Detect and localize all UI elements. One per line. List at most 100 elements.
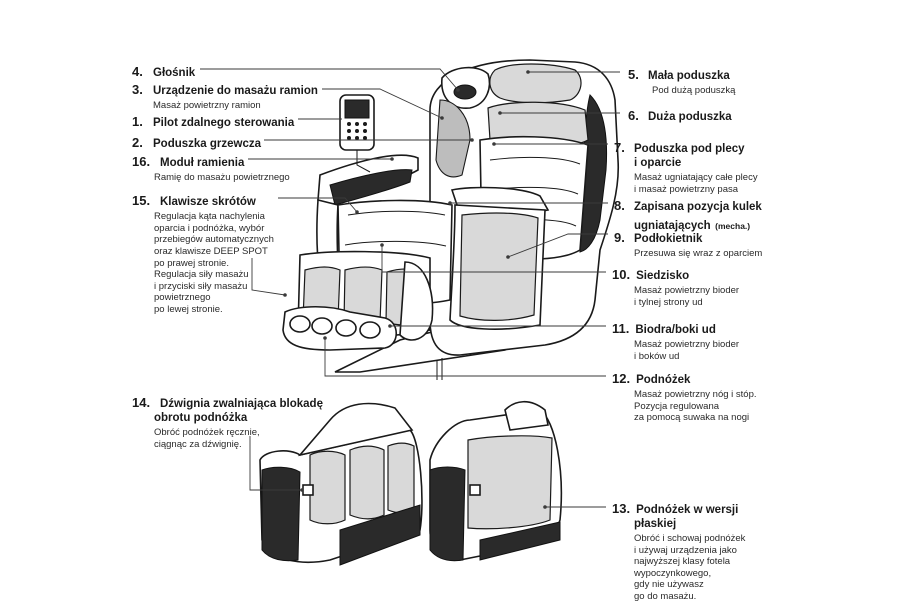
description-line: Obróć i schowaj podnóżek: [634, 532, 746, 544]
label-number: 10.: [612, 267, 631, 282]
leader-lines: [200, 68, 620, 509]
leader-15: [278, 197, 358, 213]
label-number: 12.: [612, 371, 631, 386]
label-description: Masaż ugniatający całe plecy i masaż pow…: [614, 172, 758, 195]
description-line: przebiegów automatycznych: [154, 234, 274, 246]
label-number: 14.: [132, 395, 151, 410]
description-line: Masaż powietrzny bioder: [634, 339, 740, 351]
label-title-line-2: płaskiej: [634, 518, 677, 531]
label-number: 5.: [628, 67, 639, 82]
label-description: Regulacja kąta nachylenia oparcia i podn…: [132, 211, 274, 315]
label-title: Mała poduszka: [648, 70, 730, 82]
leader-12: [324, 338, 606, 377]
leader-3: [322, 88, 443, 119]
label-9: 9. Podłokietnik Przesuwa się wraz z oparc…: [614, 228, 762, 260]
description-line: Masaż powietrzny bioder: [634, 285, 740, 297]
massage-chair-illustration: [282, 59, 620, 380]
description-line: za pomocą suwaka na nogi: [634, 412, 750, 424]
label-description: Masaż powietrzny ramion: [153, 100, 261, 112]
description-line: Regulacja kąta nachylenia: [154, 211, 265, 223]
description-line: Masaż powietrzny nóg i stóp.: [634, 389, 757, 401]
remote-control-icon: [339, 94, 375, 173]
description-line: Masaż ugniatający całe plecy: [634, 171, 758, 183]
label-title: Podłokietnik: [634, 233, 703, 245]
description-line: go do masażu.: [634, 590, 697, 602]
description-line: i masaż powietrzny pasa: [634, 183, 739, 195]
description-line: wypoczynkowego,: [634, 567, 712, 579]
label-number: 6.: [628, 108, 639, 123]
description-line: powietrznego: [154, 292, 211, 304]
label-14: 14. Dźwignia zwalniająca blokadę obrotu p…: [132, 393, 323, 450]
label-title: Siedzisko: [636, 270, 690, 282]
label-number: 7.: [614, 140, 625, 155]
label-12: 12. Podnóżek Masaż powietrzny nóg i stóp.…: [612, 369, 757, 424]
label-13: 13. Podnóżek w wersji płaskiej Obróć i sc…: [612, 499, 745, 602]
footrest-raised-illustration: [259, 402, 423, 566]
label-number: 3.: [132, 82, 143, 97]
label-title-line-2: obrotu podnóżka: [154, 412, 248, 425]
description-line: i boków ud: [634, 350, 680, 362]
label-description: Masaż powietrzny bioder i tylnej strony …: [612, 285, 739, 308]
label-description: Pod dużą poduszką: [652, 85, 736, 97]
label-2: 2. Poduszka grzewcza: [132, 133, 261, 152]
label-11: 11. Biodra/boki ud Masaż powietrzny biode…: [612, 319, 739, 362]
label-3: 3. Urządzenie do masażu ramion Masaż powi…: [132, 80, 318, 112]
description-line: po prawej stronie.: [154, 257, 229, 269]
description-line: Regulacja siły masażu: [154, 269, 249, 281]
label-16: 16. Moduł ramienia Ramię do masażu powiet…: [132, 152, 290, 184]
label-number: 9.: [614, 230, 625, 245]
label-title: Zapisana pozycja kulek: [634, 201, 762, 213]
label-title: Urządzenie do masażu ramion: [153, 85, 318, 97]
label-description: Przesuwa się wraz z oparciem: [634, 248, 763, 260]
description-line: Pozycja regulowana: [634, 400, 720, 412]
description-line: oparcia i podnóżka, wybór: [154, 222, 265, 234]
description-line: i używaj urządzenia jako: [634, 544, 737, 556]
label-5: 5. Mała poduszka Pod dużą poduszką: [628, 65, 735, 97]
label-7: 7. Poduszka pod plecy i oparcie Masaż ugn…: [614, 138, 758, 195]
label-description: Obróć podnóżek ręcznie, ciągnąc za dźwig…: [132, 427, 323, 450]
label-number: 2.: [132, 135, 143, 150]
description-line: najwyższej klasy fotela: [634, 556, 731, 568]
label-title: Moduł ramienia: [160, 157, 245, 169]
label-title: Poduszka grzewcza: [153, 138, 262, 150]
label-title: Dźwignia zwalniająca blokadę: [160, 398, 323, 410]
label-title: Głośnik: [153, 67, 196, 79]
label-number: 4.: [132, 64, 143, 79]
leader-9: [507, 233, 608, 258]
description-line: i przyciski siły masażu: [154, 280, 248, 292]
label-4: 4. Głośnik: [132, 62, 195, 81]
label-title: Biodra/boki ud: [635, 324, 716, 336]
label-title-suffix: (mecha.): [715, 221, 751, 232]
description-line: oraz klawisze DEEP SPOT: [154, 245, 268, 257]
description-line: Obróć podnóżek ręcznie,: [154, 426, 260, 438]
label-title-line-2: ugniatających: [634, 220, 711, 233]
label-description: Ramię do masażu powietrznego: [154, 172, 290, 184]
leader-15b: [251, 258, 286, 296]
leader-4: [200, 68, 459, 91]
label-1: 1.Pilot zdalnego sterowania: [132, 112, 294, 131]
leader-14: [249, 436, 302, 491]
label-title: Poduszka pod plecy: [634, 143, 745, 155]
label-title: Podnóżek: [636, 374, 691, 386]
label-15: 15. Klawisze skrótów Regulacja kąta nachy…: [132, 191, 274, 315]
label-title: Duża poduszka: [648, 111, 732, 123]
description-line: i tylnej strony ud: [634, 296, 703, 308]
label-6: 6. Duża poduszka: [628, 106, 732, 125]
label-title-line-2: i oparcie: [634, 157, 682, 170]
label-8: 8. Zapisana pozycja kulek ugniatających (…: [614, 196, 762, 234]
description-line: po lewej stronie.: [154, 303, 223, 315]
label-number: 8.: [614, 198, 625, 213]
label-description: Masaż powietrzny nóg i stóp. Pozycja reg…: [612, 389, 757, 424]
description-line: ciągnąc za dźwignię.: [154, 438, 242, 450]
label-number: 11.: [612, 321, 630, 336]
label-title: Podnóżek w wersji: [636, 504, 739, 516]
label-number: 15.: [132, 193, 151, 208]
label-number: 16.: [132, 154, 151, 169]
leader-10: [381, 245, 606, 273]
label-number: 13.: [612, 501, 631, 516]
label-title: Klawisze skrótów: [160, 196, 256, 208]
label-number: 1.: [132, 114, 143, 129]
label-title-line-2-wrap: ugniatających (mecha.): [614, 215, 762, 234]
footrest-flat-illustration: [429, 400, 563, 562]
